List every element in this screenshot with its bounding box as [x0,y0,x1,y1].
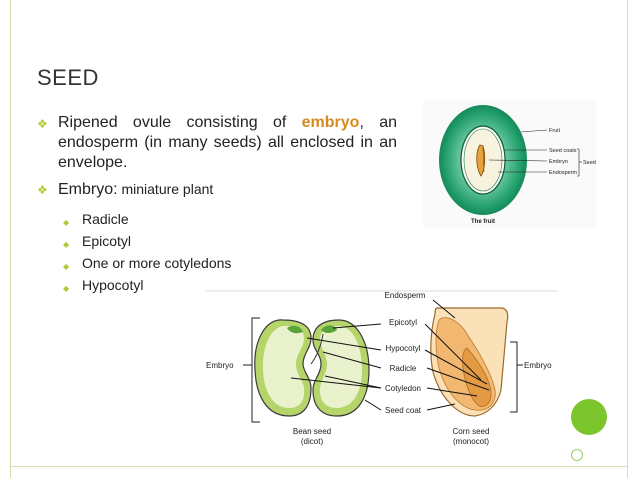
label-seed-coat: Seed coat [385,406,422,415]
label-fruit: Fruit [549,128,560,134]
label-epicotyl: Epicotyl [389,318,417,327]
bean-right-cotyledon [320,326,362,408]
bullet-embryo: ❖ Embryo: miniature plant [37,179,397,200]
list-item: ◆One or more cotyledons [63,255,231,277]
bullet-definition-text: Ripened ovule consisting of embryo, an e… [58,114,398,171]
bean-right-epicotyl [321,325,337,333]
label-embryo-left: Embryo [206,361,234,370]
slide-title: SEED [37,65,99,90]
sub-bullet-icon: ◆ [63,284,70,293]
list-item: ◆Radicle [63,211,231,233]
sub-bullet-icon: ◆ [63,240,70,249]
bean-left-epicotyl [287,325,303,334]
decor-circle-large [571,399,607,435]
embryo-highlight: embryo [301,114,360,131]
sub-bullet-icon: ◆ [63,218,70,227]
bullet-marker-icon: ❖ [37,117,48,131]
decor-circle-small [571,449,583,461]
fruit-caption: The fruit [471,219,495,225]
caption-corn-monocot: (monocot) [453,437,489,446]
label-cotyledon: Cotyledon [385,384,421,393]
embryo-shape [476,144,486,177]
embryo-label: Embryo: [58,181,118,198]
seed-diagram: Endosperm Epicotyl Hypocotyl Radicle Cot… [205,290,558,446]
label-hypocotyl: Hypocotyl [385,344,420,353]
label-seed-coats: Seed coats [549,148,577,154]
frame-left-line [10,0,11,478]
fruit-diagram: Fruit Seed coats Embryo Endosperm Seed T… [423,100,596,228]
sub-bullet-icon: ◆ [63,262,70,271]
list-item: ◆Epicotyl [63,233,231,255]
label-embryo-right: Embryo [524,361,552,370]
frame-right-line [627,0,628,478]
corn-embryo [462,347,492,407]
bean-left-cotyledon [262,326,305,408]
label-radicle: Radicle [390,364,417,373]
caption-corn-seed: Corn seed [453,427,490,436]
label-seed: Seed [583,160,596,166]
caption-bean-dicot: (dicot) [301,437,324,446]
list-item: ◆Hypocotyl [63,277,231,299]
label-embryo: Embryo [549,159,568,165]
label-endosperm: Endosperm [549,170,578,176]
embryo-detail: miniature plant [117,181,214,197]
frame-bottom-line [10,466,628,467]
caption-bean-seed: Bean seed [293,427,331,436]
label-endosperm: Endosperm [385,291,426,300]
bullet-marker-icon: ❖ [37,183,48,197]
embryo-parts-list: ◆Radicle ◆Epicotyl ◆One or more cotyledo… [63,211,231,299]
bullet-list: ❖ Ripened ovule consisting of embryo, an… [37,113,397,200]
bullet-definition: ❖ Ripened ovule consisting of embryo, an… [37,113,397,173]
